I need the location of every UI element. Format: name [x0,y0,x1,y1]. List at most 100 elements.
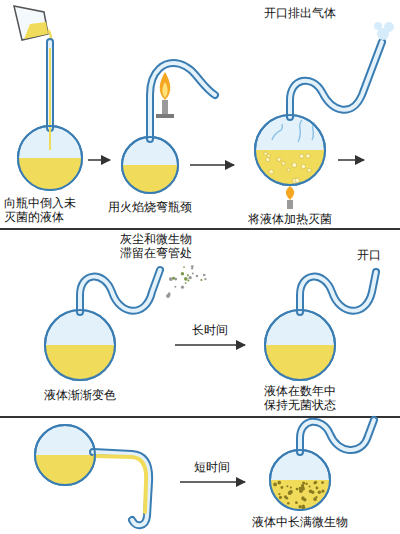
dust-particles [187,280,189,282]
flask [270,420,374,510]
flask [316,487,319,490]
flask [287,168,290,171]
flame-burner [162,82,167,98]
flask [302,481,305,484]
flask [265,310,335,380]
flame-burner [160,72,171,100]
flask [122,165,178,193]
flask [277,481,281,485]
flask [296,488,299,491]
flame-burner [156,72,174,118]
dust-particles [200,279,202,281]
step-caption: 液体渐渐变色 [30,388,130,402]
beaker [24,22,48,39]
flask [150,63,215,139]
flask [301,164,306,169]
flask [286,485,288,487]
flask [321,489,324,492]
tilted-flask [35,425,95,485]
flask [122,63,215,193]
dust-particles [181,286,184,289]
flask [273,483,277,487]
flask [269,169,274,174]
flask [255,42,382,185]
divider-line [0,416,400,418]
flask [303,498,306,501]
flask [307,168,311,172]
beaker [14,6,48,40]
flame-burner [156,114,174,118]
flask [150,63,215,139]
flask [255,115,325,185]
flask [300,420,374,452]
tilted-flask [93,452,149,525]
flask [270,450,330,510]
callout-label: 灰尘和微生物滞留在弯管处 [120,232,194,261]
dust-particles [166,294,170,298]
flask [309,485,311,487]
flask [281,486,284,489]
flask [45,310,115,380]
dust-particles [188,276,191,279]
flask [300,420,374,452]
dust-particles [168,294,170,296]
flask [282,162,286,166]
flask [255,150,325,185]
flask [255,115,325,185]
flask [287,502,289,504]
flask [299,154,303,158]
dust-particles [184,277,188,281]
dust-particles [166,265,206,298]
dust-particles [172,277,175,280]
flask [295,501,298,504]
dust-particles [187,274,189,276]
steam [374,22,394,40]
flame-burner [286,186,294,209]
dust-particles [181,272,184,275]
flask [18,42,82,190]
flask [290,42,382,117]
step-caption: 将液体加热灭菌 [240,212,340,226]
flask [270,480,330,510]
tilted-flask [35,455,95,485]
flask [300,272,376,312]
flask [45,270,160,380]
flask [45,310,115,380]
tilted-flask [35,425,95,485]
flask [80,270,160,312]
flask [265,272,376,380]
flame-burner [162,100,168,114]
step-arrow [190,164,234,166]
flask [264,152,267,155]
flask [277,157,281,161]
flask [18,158,82,190]
flask [305,483,307,485]
flask [267,154,270,157]
flask [295,178,300,183]
step-arrow [88,159,110,161]
arrow-label: 长时间 [180,323,240,337]
tilted-flask [95,456,146,512]
flask [288,491,292,495]
flask [45,345,115,380]
flame-burner [286,186,294,200]
dust-particles [174,286,176,288]
tilted-flask [93,452,149,525]
time-arrow [175,344,245,346]
arrow-label: 短时间 [182,460,242,474]
flask [300,272,376,312]
flask [286,497,289,500]
flask [306,154,310,158]
steam [374,22,382,30]
flask [18,126,82,190]
flask [122,137,178,193]
step-caption: 液体在数年中保持无菌状态 [263,384,337,413]
flask [314,481,317,484]
flask [278,493,280,495]
flask [265,310,335,380]
step-arrow [338,159,364,161]
dust-particles [203,274,206,277]
dust-particles [169,277,173,281]
step-caption: 液体中长满微生物 [240,515,360,529]
